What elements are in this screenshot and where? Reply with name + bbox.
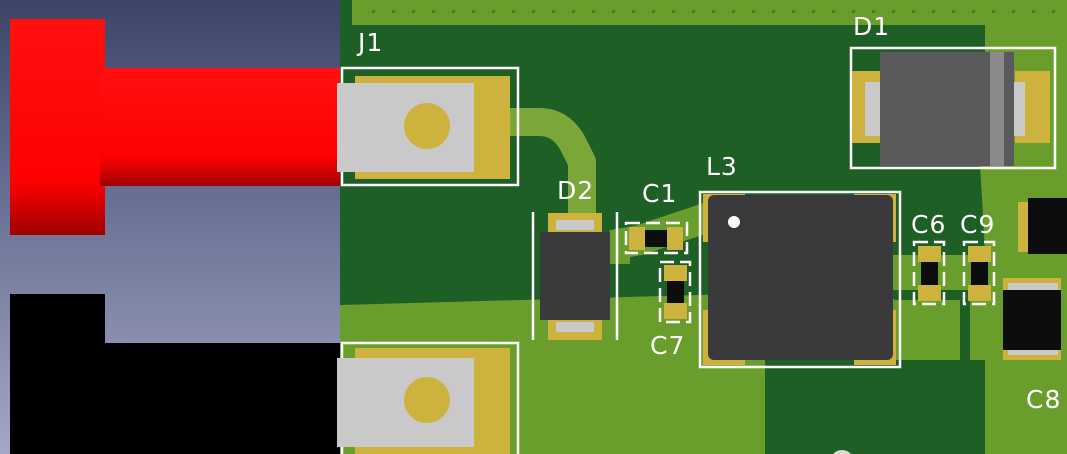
d2-diode bbox=[531, 212, 619, 340]
d1-diode bbox=[849, 46, 1057, 170]
label-d1: D1 bbox=[853, 12, 891, 41]
label-c9: C9 bbox=[960, 210, 996, 239]
label-c6: C6 bbox=[911, 210, 947, 239]
c6-capacitor bbox=[912, 240, 946, 306]
label-j1: J1 bbox=[358, 28, 384, 57]
c1-capacitor bbox=[624, 221, 689, 255]
edge-component-upper bbox=[1018, 198, 1067, 254]
j1-connector bbox=[337, 66, 520, 454]
red-wire bbox=[10, 19, 350, 235]
c8-capacitor bbox=[1003, 278, 1061, 360]
c9-capacitor bbox=[962, 240, 996, 306]
black-wire bbox=[10, 294, 350, 454]
label-l3: L3 bbox=[706, 152, 738, 181]
label-c7: C7 bbox=[650, 331, 686, 360]
c7-capacitor bbox=[658, 260, 692, 324]
l3-inductor bbox=[698, 190, 902, 369]
label-d2: D2 bbox=[557, 176, 595, 205]
label-c8: C8 bbox=[1026, 385, 1062, 414]
label-c1: C1 bbox=[642, 179, 678, 208]
